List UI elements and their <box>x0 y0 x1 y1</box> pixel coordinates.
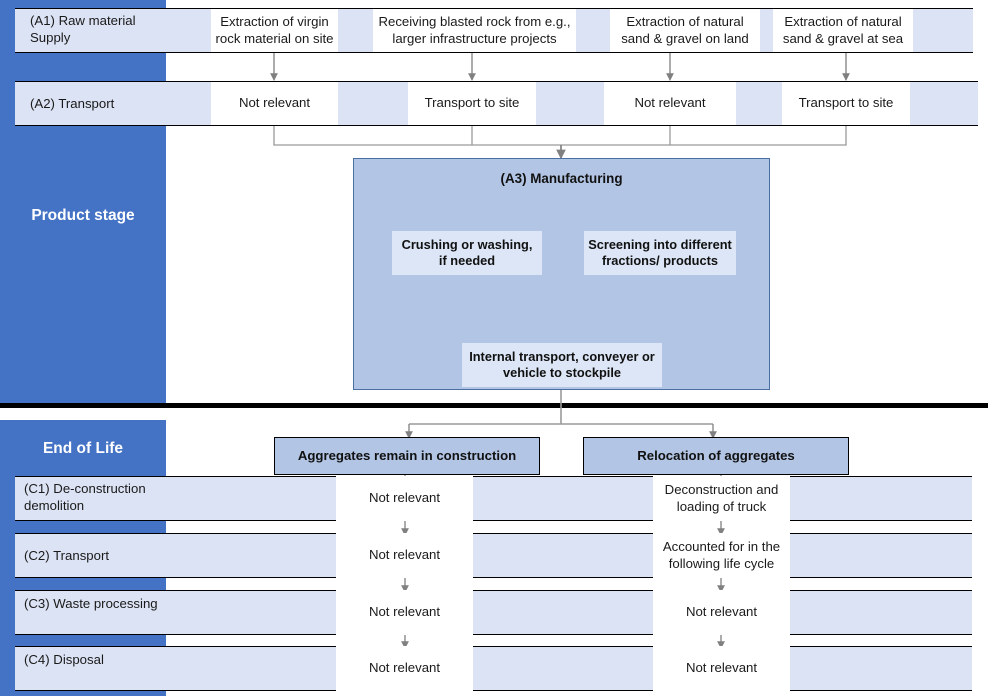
row-c2-cell-0: Not relevant <box>336 533 473 578</box>
row-a1-label: (A1) Raw material Supply <box>30 13 210 46</box>
row-a1-spacer-4 <box>913 8 973 53</box>
row-a1-cell-2: Extraction of natural sand & gravel on l… <box>610 8 760 53</box>
manufacturing-box-crushing: Crushing or washing, if needed <box>392 231 542 275</box>
row-a2-label: (A2) Transport <box>30 96 115 111</box>
row-c1-label: (C1) De-construction demolition <box>24 481 324 514</box>
row-c3-cell-1: Not relevant <box>653 590 790 635</box>
row-a1-spacer-1 <box>338 8 373 53</box>
row-a1-cell-0: Extraction of virgin rock material on si… <box>211 8 338 53</box>
row-a1-label-line1: (A1) Raw material <box>30 13 136 28</box>
row-a2-cell-0: Not relevant <box>211 81 338 126</box>
stage-column-product <box>0 0 166 403</box>
row-a1-label-line2: Supply <box>30 29 71 45</box>
eol-header-relocation: Relocation of aggregates <box>583 437 849 475</box>
row-a1-spacer-3 <box>760 8 773 53</box>
row-a1-spacer-2 <box>576 8 610 53</box>
row-a2-spacer-3 <box>736 81 782 126</box>
manufacturing-box-screening: Screening into different fractions/ prod… <box>584 231 736 275</box>
row-c4-band <box>15 646 972 691</box>
manufacturing-box-internal-transport: Internal transport, conveyer or vehicle … <box>462 343 662 387</box>
row-c3-label: (C3) Waste processing <box>24 596 158 611</box>
row-c2-label: (C2) Transport <box>24 548 110 563</box>
row-c4-cell-1: Not relevant <box>653 646 790 691</box>
row-c1-label-line2: demolition <box>24 497 85 513</box>
row-a1-cell-3: Extraction of natural sand & gravel at s… <box>773 8 913 53</box>
row-a2-spacer-4 <box>910 81 978 126</box>
row-a2-cell-1: Transport to site <box>408 81 536 126</box>
manufacturing-title: (A3) Manufacturing <box>500 171 623 186</box>
row-a1-band <box>15 8 211 53</box>
row-c3-band <box>15 590 972 635</box>
row-a2-band <box>15 81 211 126</box>
row-a2-cell-3: Transport to site <box>782 81 910 126</box>
row-c1-cell-0: Not relevant <box>336 476 473 521</box>
eol-header-aggregates-remain: Aggregates remain in construction <box>274 437 540 475</box>
row-c4-label: (C4) Disposal <box>24 652 104 667</box>
stage-label-eol: End of Life <box>42 440 124 457</box>
row-c2-band <box>15 533 972 578</box>
row-c2-cell-1: Accounted for in the following life cycl… <box>653 533 790 578</box>
row-c1-label-line1: (C1) De-construction <box>24 481 146 496</box>
row-c4-cell-0: Not relevant <box>336 646 473 691</box>
row-c1-cell-1: Deconstruction and loading of truck <box>653 476 790 521</box>
row-c3-cell-0: Not relevant <box>336 590 473 635</box>
stage-label-product: Product stage <box>31 207 135 224</box>
row-c1-band <box>15 476 972 521</box>
row-a2-cell-2: Not relevant <box>604 81 736 126</box>
row-a2-spacer-1 <box>338 81 408 126</box>
row-a1-cell-1: Receiving blasted rock from e.g., larger… <box>373 8 576 53</box>
stage-divider <box>0 403 988 408</box>
row-a2-spacer-2 <box>536 81 604 126</box>
